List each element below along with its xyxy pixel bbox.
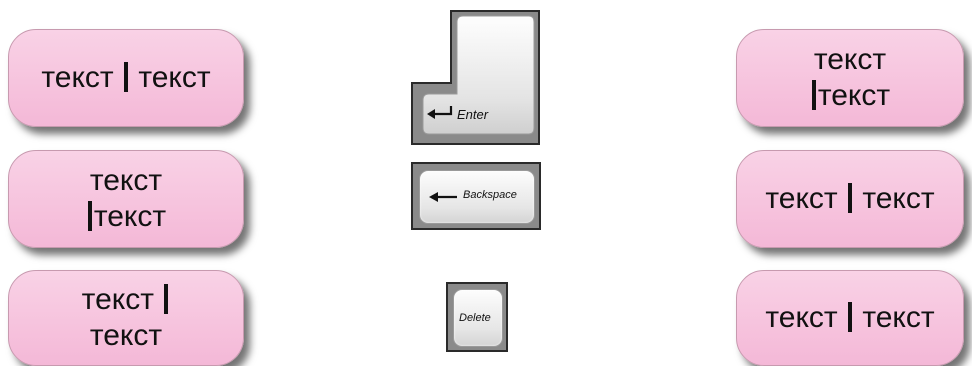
text-line-2: текст xyxy=(810,78,890,114)
text-line-1: текст xyxy=(82,282,171,318)
text-cursor xyxy=(124,62,128,92)
backspace-key-top xyxy=(419,170,535,224)
text-before-cursor: текст xyxy=(81,283,154,316)
text-after-cursor: текст xyxy=(862,182,935,215)
text-cursor xyxy=(848,183,852,213)
return-arrow-icon xyxy=(427,106,453,119)
text-box-right-3: текст текст xyxy=(736,270,964,366)
text-box-left-1: текст текст xyxy=(8,29,244,127)
text-before-cursor: текст xyxy=(41,61,114,94)
text-line-1: текст xyxy=(89,164,163,197)
left-arrow-icon xyxy=(429,192,457,202)
text-cursor xyxy=(811,80,816,110)
text-line-1: текст xyxy=(813,43,887,76)
enter-key-label: Enter xyxy=(457,107,489,122)
text-cursor xyxy=(87,201,92,231)
text-after-cursor: текст xyxy=(93,200,167,233)
enter-key-top xyxy=(422,15,535,135)
text-box-right-2: текст текст xyxy=(736,150,964,248)
text-after-cursor: текст xyxy=(817,79,891,112)
text-line: текст текст xyxy=(765,300,934,336)
backspace-key-label: Backspace xyxy=(463,189,517,201)
backspace-key[interactable]: Backspace xyxy=(411,162,541,230)
text-after-cursor: текст xyxy=(862,301,935,334)
text-cursor xyxy=(164,284,169,314)
text-line: текст текст xyxy=(765,181,934,217)
text-after-cursor: текст xyxy=(138,61,211,94)
text-line-2: текст xyxy=(86,199,166,235)
enter-key[interactable]: Enter xyxy=(411,10,541,146)
delete-key-label: Delete xyxy=(459,312,491,324)
text-before-cursor: текст xyxy=(765,301,838,334)
text-line: текст текст xyxy=(41,60,210,96)
text-cursor xyxy=(848,302,852,332)
text-before-cursor: текст xyxy=(765,182,838,215)
text-box-right-1: текст текст xyxy=(736,29,964,127)
delete-key-top xyxy=(453,289,503,347)
text-box-left-3: текст текст xyxy=(8,270,244,366)
text-box-left-2: текст текст xyxy=(8,150,244,248)
delete-key[interactable]: Delete xyxy=(446,282,508,352)
text-line-2: текст xyxy=(89,319,163,352)
